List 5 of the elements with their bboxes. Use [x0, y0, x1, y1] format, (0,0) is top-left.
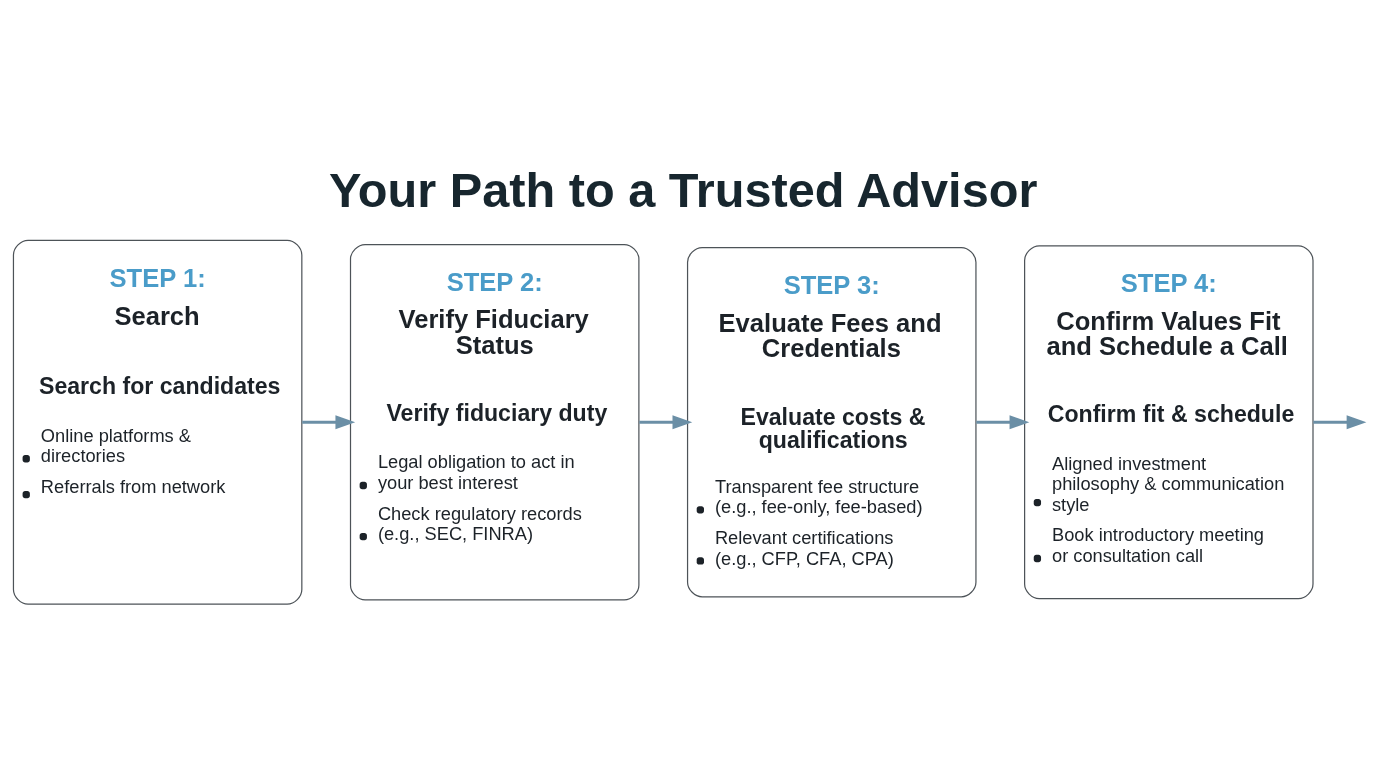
- arrow: [639, 414, 693, 429]
- arrow: [1313, 414, 1367, 429]
- diagram-title: Your Path to a Trusted Advisor: [329, 162, 1038, 217]
- arrow: [302, 414, 356, 429]
- arrow: [976, 414, 1030, 429]
